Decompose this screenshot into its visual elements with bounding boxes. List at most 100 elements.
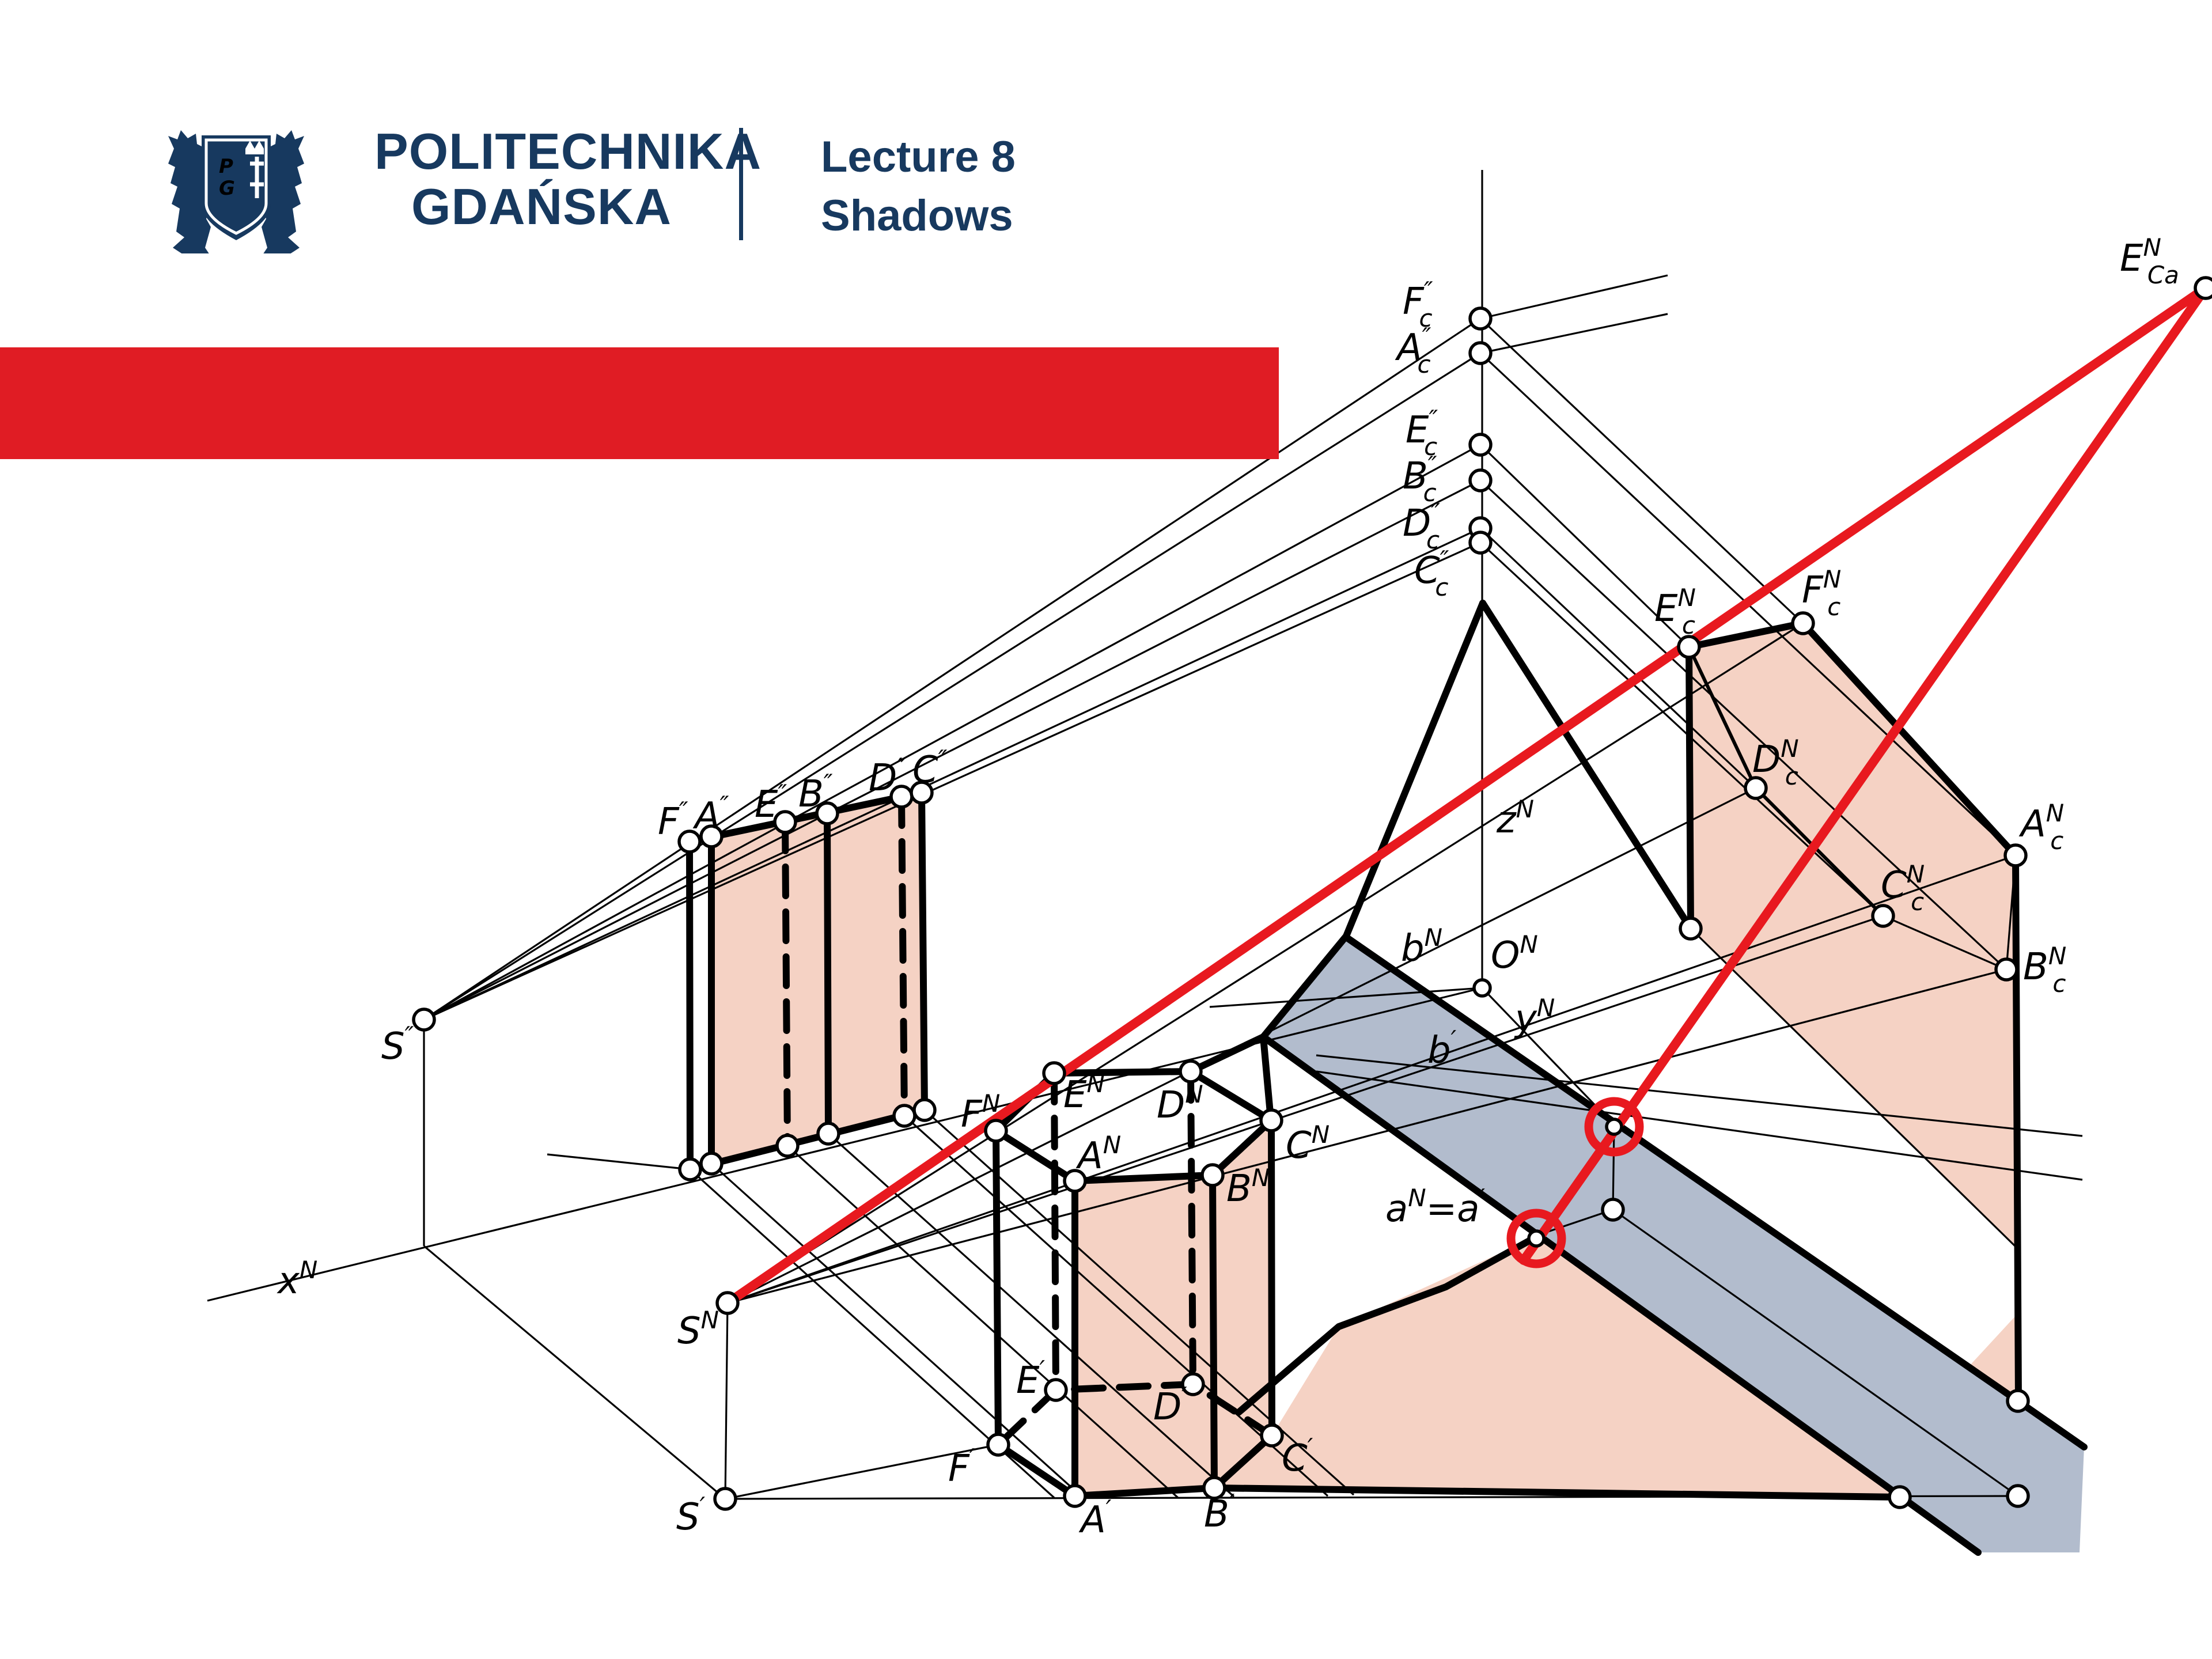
label-S2: S″ <box>381 1021 414 1068</box>
label-C1: C′ <box>1282 1433 1313 1480</box>
point-a-foot <box>1601 1198 1625 1222</box>
label-E2: E″ <box>755 779 787 826</box>
point-D1 <box>1181 1372 1205 1396</box>
crest-shield-border <box>204 138 268 235</box>
point-F2c <box>1468 306 1493 331</box>
university-name-line1: POLITECHNIKA <box>374 123 762 180</box>
point-plate-corner <box>1679 916 1703 941</box>
shadow-edge-CB <box>1883 915 2007 971</box>
label-SN: SN <box>677 1306 719 1353</box>
label-AN: AN <box>1075 1131 1121 1177</box>
crest-crosses-icon <box>250 157 264 198</box>
front-view-edge-D-hidden <box>898 793 908 1119</box>
ground-shadow-bottom-edge <box>1211 1484 1903 1501</box>
label-FN: FN <box>961 1089 1000 1136</box>
point-ENCa <box>2194 276 2212 300</box>
label-CN: CN <box>1286 1120 1330 1167</box>
point-AN <box>1063 1169 1087 1193</box>
crest-right-lion-icon <box>262 130 304 253</box>
point-B2b <box>816 1122 840 1146</box>
crest-monogram-p: P <box>219 155 233 178</box>
bottom-transfer-B <box>827 1132 1235 1498</box>
bottom-transfer-A <box>710 1162 1084 1499</box>
stub-F2c <box>1480 274 1668 320</box>
bottom-transfer-E <box>786 1145 1179 1499</box>
highlight-ring-upper <box>1584 1097 1644 1157</box>
front-view-bottom-edge <box>687 1107 928 1173</box>
point-BNc <box>1994 957 2018 982</box>
ray-S2-to-F2c <box>423 317 1481 1021</box>
wall-shadow-edge-right-vert <box>2012 855 2022 1405</box>
label-E1: E′ <box>1016 1355 1045 1402</box>
point-C2c <box>1468 531 1493 555</box>
wall-shadow-fill <box>1689 623 2018 1249</box>
point-ENc <box>1677 635 1701 659</box>
crest-monogram-g: G <box>219 177 235 200</box>
prism-base-EF-hidden <box>995 1387 1059 1448</box>
prism-base-FA <box>995 1441 1078 1499</box>
prism-base-AB <box>1071 1484 1218 1499</box>
label-S1: S′ <box>676 1492 706 1539</box>
front-view-face-fill <box>711 793 925 1164</box>
label-B1: B′ <box>1204 1489 1235 1536</box>
stub-A2c <box>1480 313 1668 354</box>
drop-ring <box>1612 1126 1615 1210</box>
prism-edge-B <box>1209 1172 1218 1491</box>
shadow-link-DN <box>1187 1033 1267 1075</box>
point-E2b <box>775 1134 800 1158</box>
label-F2c: F″c <box>1403 276 1433 332</box>
point-A2c <box>1468 341 1493 365</box>
section-banner: Exercise <box>0 347 1279 780</box>
point-band-top-cross <box>2006 1389 2030 1413</box>
vertical-SN-S1 <box>724 1302 729 1499</box>
label-F1: F′ <box>948 1444 975 1490</box>
politechnika-gdanska-crest-icon: PG <box>168 130 304 253</box>
highlight-ring-lower <box>1506 1209 1566 1268</box>
label-F2: F″ <box>658 797 688 843</box>
line-b2 <box>1316 1070 2083 1181</box>
line-bN <box>1209 987 1483 1008</box>
point-ring-lower <box>1527 1229 1546 1248</box>
point-FNc <box>1791 611 1815 635</box>
point-C2 <box>910 781 934 805</box>
ray-S2-to-D2c <box>423 527 1481 1021</box>
wall-shadow-edge-FA <box>1800 620 2019 859</box>
lecture-title: Lecture 8 <box>821 132 1016 181</box>
ground-shadow-upper-edge <box>1235 1232 1542 1416</box>
label-D1: D′ <box>1153 1382 1187 1429</box>
front-view-edge-B <box>824 810 832 1137</box>
front-view-top-edge <box>686 789 925 845</box>
prism-edge-D-hidden <box>1187 1068 1196 1388</box>
point-EN <box>1042 1061 1066 1085</box>
label-xN: xN <box>276 1256 317 1302</box>
prism-base-CD-hidden <box>1190 1381 1275 1439</box>
plate-left-edge <box>1343 600 1486 940</box>
hidden-a-line-2 <box>1612 1209 2018 1497</box>
transfer-F2c <box>1479 317 1804 624</box>
plate-right-edge <box>1479 600 1694 932</box>
point-ANc <box>2003 843 2028 868</box>
transfer-D2c <box>1479 527 1757 789</box>
light-ray-through-a <box>1519 283 2210 1265</box>
shadow-edge-DC <box>1754 786 1885 918</box>
point-BN <box>1200 1163 1225 1187</box>
point-A2b <box>699 1152 724 1176</box>
header-divider <box>739 128 743 240</box>
university-name: POLITECHNIKA GDAŃSKA <box>374 123 762 234</box>
bottom-transfer-D <box>903 1115 1329 1497</box>
label-ON: ON <box>1491 930 1538 977</box>
lecture-subtitle: Shadows <box>821 191 1013 240</box>
point-ring-upper <box>1605 1118 1623 1136</box>
point-D2b <box>892 1104 916 1128</box>
crest-left-lion-icon <box>168 130 211 253</box>
point-CN <box>1259 1108 1283 1132</box>
label-A2: A″ <box>692 791 729 838</box>
ray-S2-to-E2c <box>423 444 1481 1021</box>
